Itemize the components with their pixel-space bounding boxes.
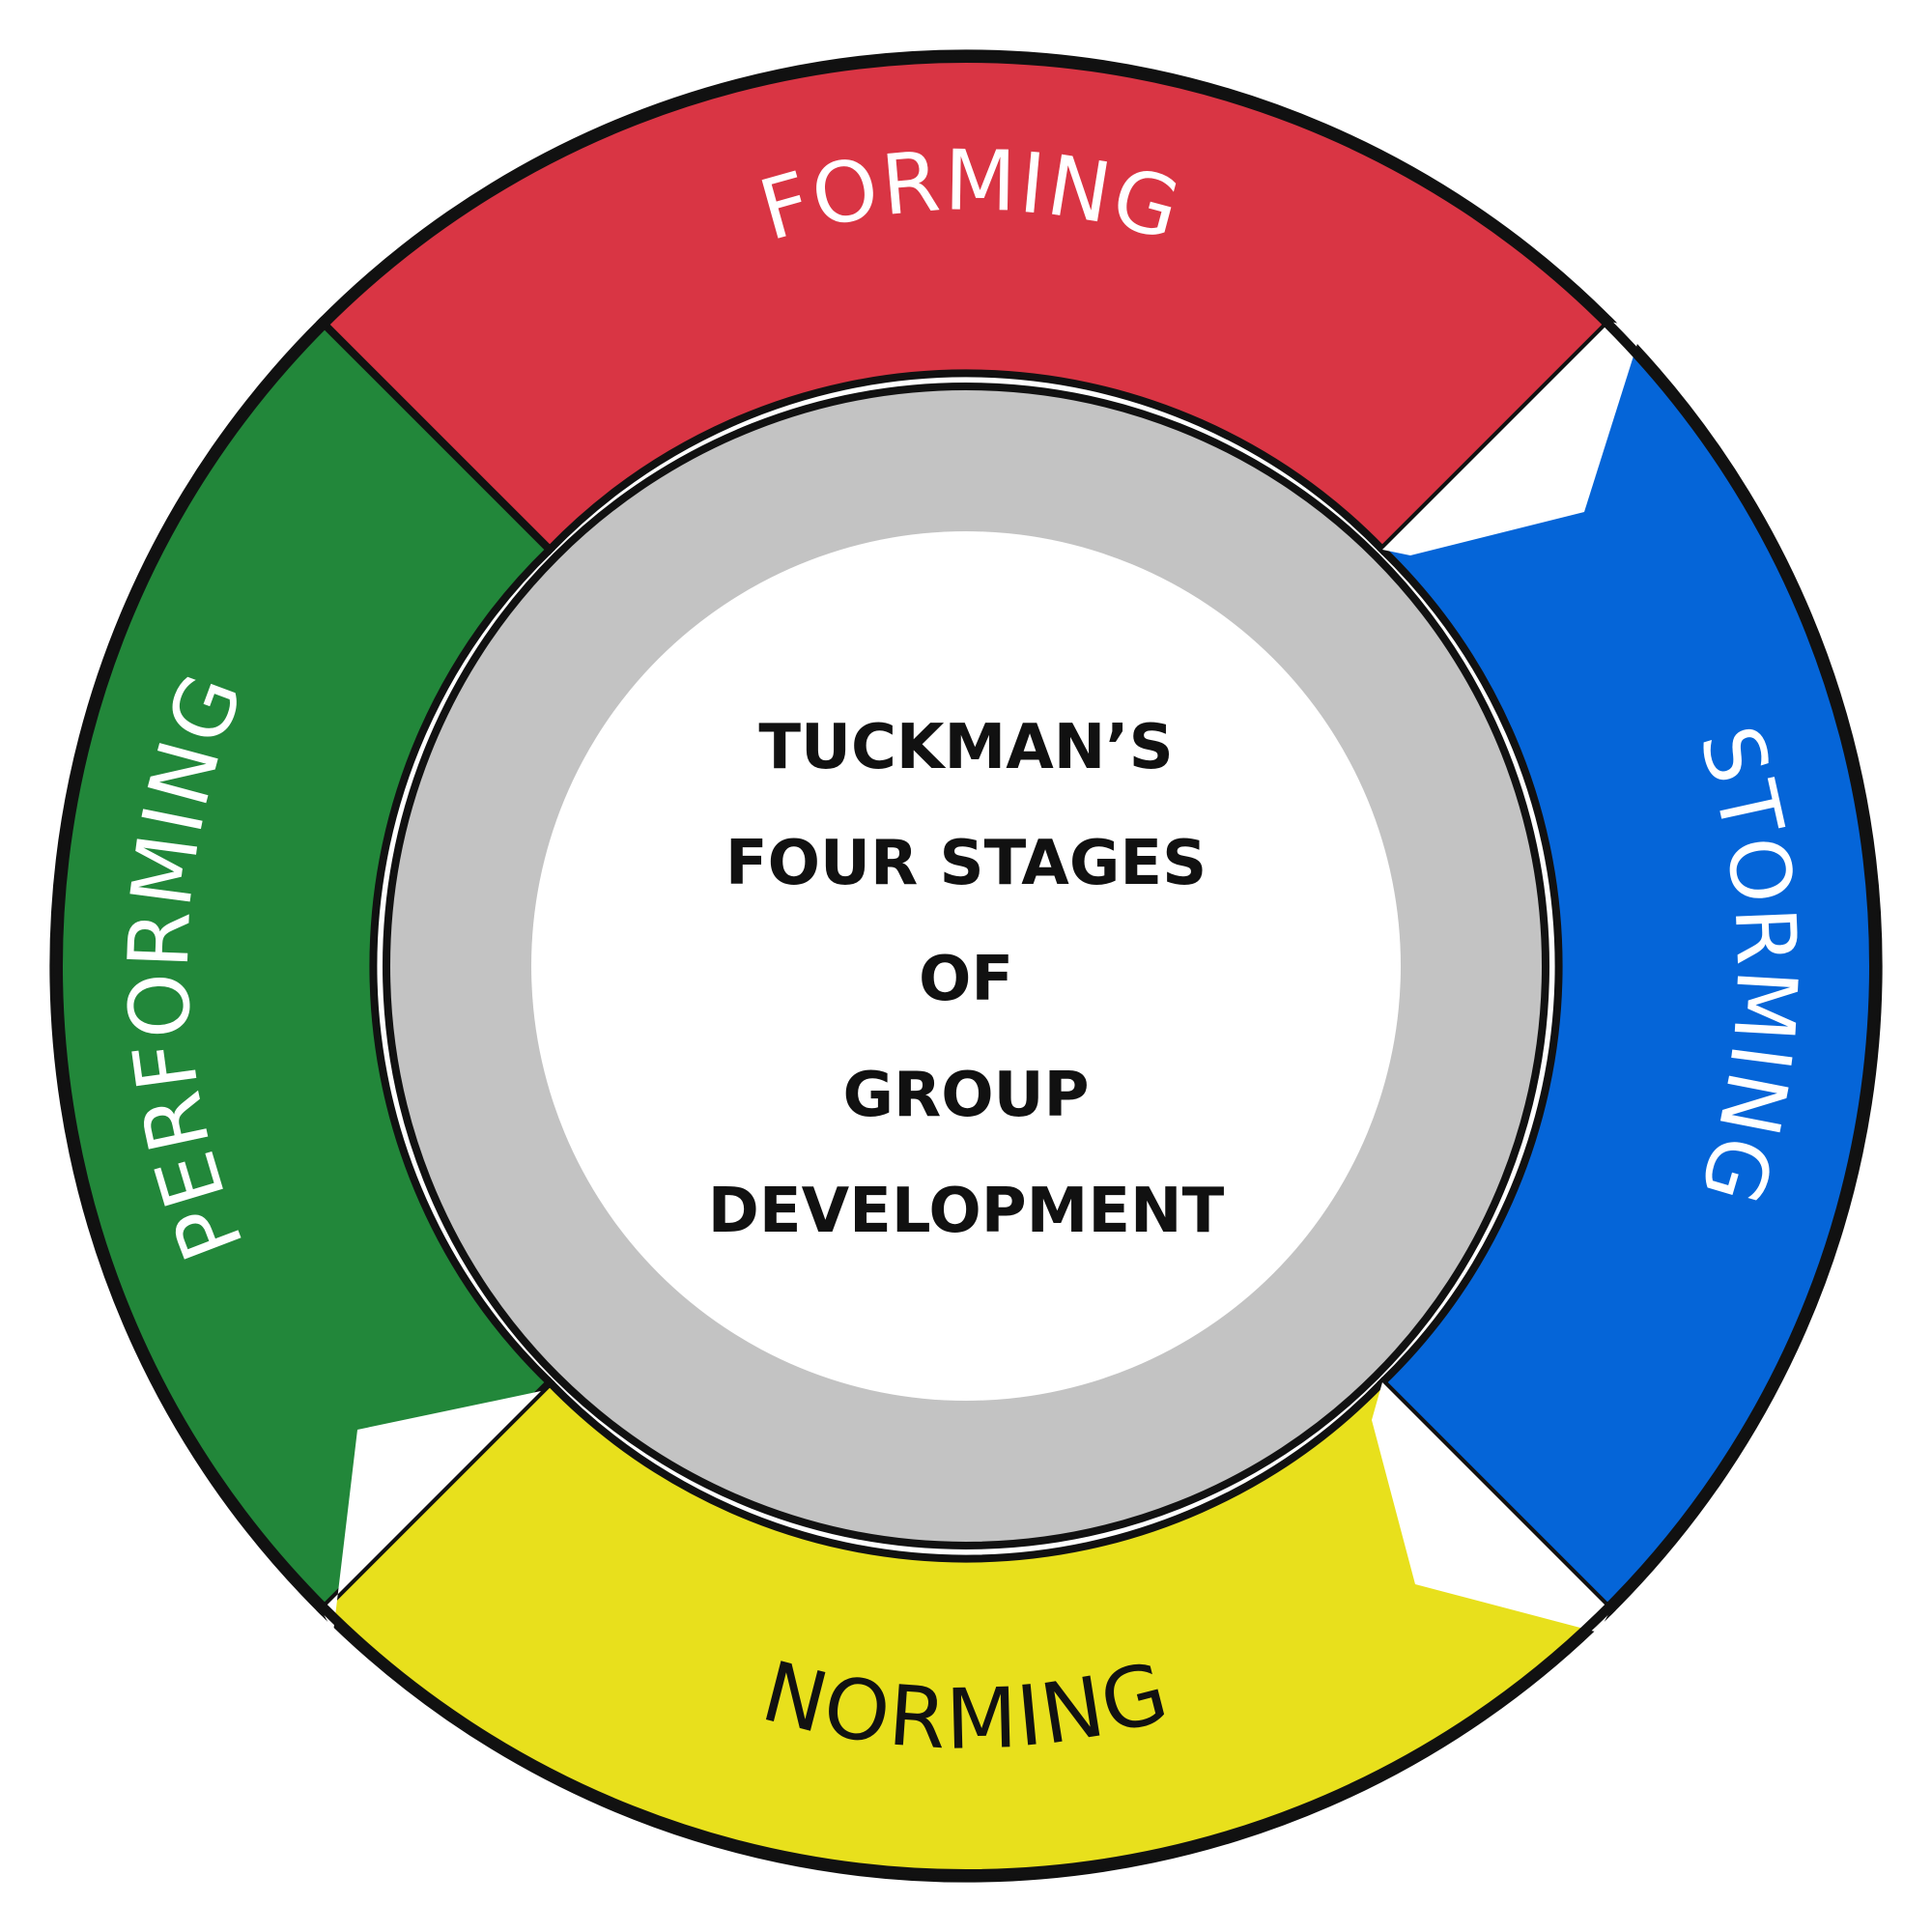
center-title-line-4: GROUP bbox=[842, 1060, 1089, 1131]
center-title-line-3: OF bbox=[919, 944, 1013, 1015]
arrow-notch-forming-storming bbox=[1382, 322, 1642, 555]
arrow-notch-storming-norming bbox=[1372, 1382, 1610, 1633]
center-title-line-5: DEVELOPMENT bbox=[708, 1176, 1225, 1247]
arrow-notch-performing-forming-lower bbox=[322, 1382, 550, 1633]
center-disk bbox=[531, 531, 1401, 1401]
center-title-line-1: TUCKMAN’S bbox=[758, 712, 1173, 783]
outer-ring-outline bbox=[53, 53, 1879, 1879]
center-title-line-2: FOUR STAGES bbox=[725, 828, 1207, 899]
